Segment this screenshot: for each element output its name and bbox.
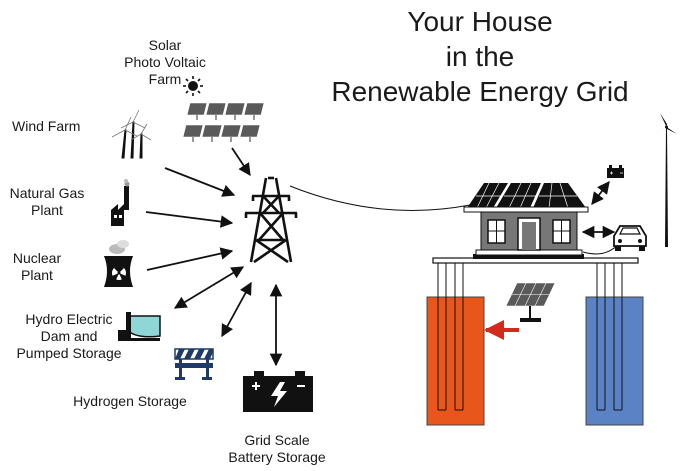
cold-well xyxy=(585,262,644,426)
wind-farm-icon xyxy=(111,109,152,159)
title-line-2: in the xyxy=(445,41,515,72)
label-natural-gas-plant: Natural Gas Plant xyxy=(9,185,85,218)
title-line-3: Renewable Energy Grid xyxy=(331,76,629,107)
solar-panel-icon xyxy=(505,282,556,322)
wind-turbine-icon xyxy=(654,113,677,247)
dam-icon xyxy=(118,312,161,341)
page-title: Your House in the Renewable Energy Grid xyxy=(300,4,660,109)
barrier-icon xyxy=(174,348,214,380)
factory-icon xyxy=(111,179,130,226)
car-icon xyxy=(613,225,647,251)
power-line xyxy=(289,185,471,211)
transmission-tower-icon xyxy=(244,176,298,264)
hot-well xyxy=(426,262,485,426)
house-icon xyxy=(463,182,589,256)
label-wind-farm: Wind Farm xyxy=(12,118,81,134)
ground-slab xyxy=(432,254,639,264)
label-nuclear-plant: Nuclear Plant xyxy=(12,250,62,283)
charging-cable xyxy=(582,244,619,255)
label-hydro-dam: Hydro Electric Dam and Pumped Storage xyxy=(16,311,122,361)
solar-farm-icon xyxy=(182,102,265,142)
flow-arrows xyxy=(145,147,616,367)
title-line-1: Your House xyxy=(407,6,553,37)
nuclear-plant-icon xyxy=(104,240,133,287)
home-battery-icon xyxy=(607,165,624,178)
label-solar-farm: Solar Photo Voltaic Farm xyxy=(124,37,206,87)
label-hydrogen-storage: Hydrogen Storage xyxy=(73,393,187,409)
sun-icon xyxy=(183,76,203,96)
label-battery-storage: Grid Scale Battery Storage xyxy=(228,432,326,465)
battery-icon xyxy=(243,371,313,412)
